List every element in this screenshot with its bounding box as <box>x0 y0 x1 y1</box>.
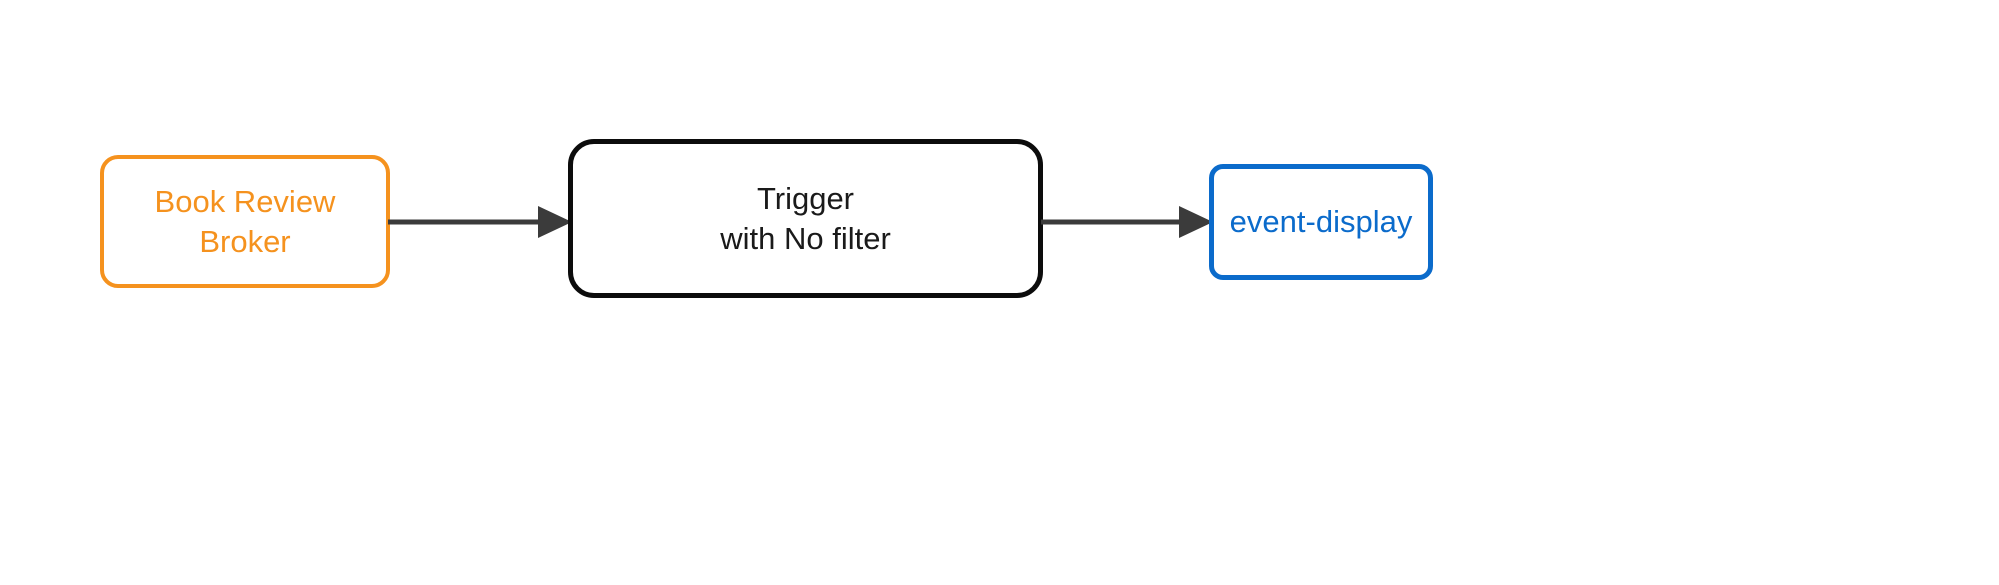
node-book-review-broker[interactable]: Book Review Broker <box>100 155 390 288</box>
arrowhead-icon <box>538 206 572 238</box>
node-event-display[interactable]: event-display <box>1209 164 1433 280</box>
node-trigger-label: Trigger with No filter <box>720 180 891 256</box>
edge-broker-to-trigger <box>388 206 572 238</box>
node-event-display-label: event-display <box>1229 204 1413 240</box>
node-book-review-broker-label: Book Review Broker <box>154 183 336 259</box>
node-trigger[interactable]: Trigger with No filter <box>568 139 1043 298</box>
edge-trigger-to-sink <box>1041 206 1213 238</box>
arrowhead-icon <box>1179 206 1213 238</box>
